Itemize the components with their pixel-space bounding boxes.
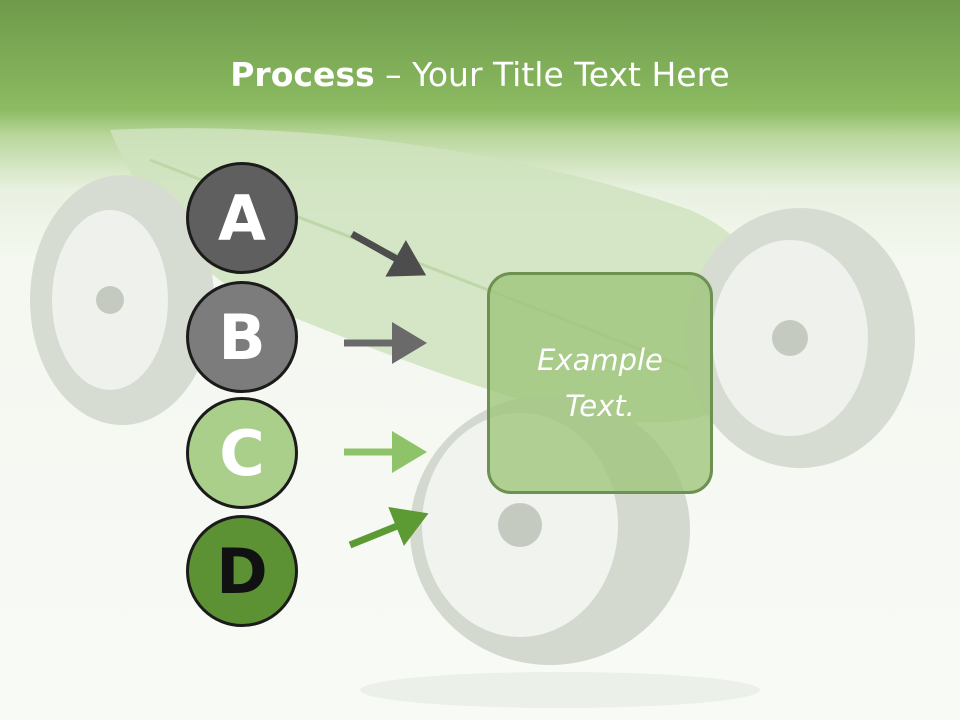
step-a-circle[interactable]: A	[186, 162, 298, 274]
step-c-circle[interactable]: C	[186, 397, 298, 509]
example-text: Example Text.	[537, 343, 663, 423]
title-bar: Process – Your Title Text Here	[0, 0, 960, 150]
step-d-circle[interactable]: D	[186, 515, 298, 627]
step-b-circle[interactable]: B	[186, 281, 298, 393]
title-bold: Process	[230, 55, 375, 94]
arrow-d	[348, 506, 429, 549]
slide-title: Process – Your Title Text Here	[0, 52, 960, 98]
arrow-a	[350, 230, 427, 277]
example-text-box[interactable]: Example Text.	[487, 272, 713, 494]
title-rest: – Your Title Text Here	[374, 55, 730, 94]
